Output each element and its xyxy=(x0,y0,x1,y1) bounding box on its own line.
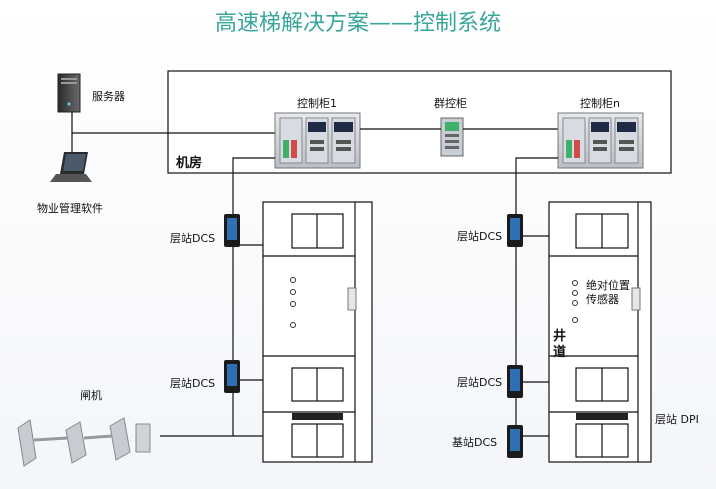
server-label: 服务器 xyxy=(92,90,125,103)
landing-dpi-label: 层站 DPI xyxy=(655,412,699,426)
control-cabinet-icon xyxy=(274,112,361,169)
sensor-label-line1: 绝对位置 xyxy=(586,278,630,292)
right-shaft xyxy=(548,201,652,463)
landing-dcs-terminal-icon xyxy=(224,360,240,393)
landing-dcs-terminal-icon xyxy=(507,214,523,247)
turnstile-gate-icon xyxy=(17,417,151,467)
landing-dcs-terminal-icon xyxy=(224,214,240,247)
landing-dcs-terminal-icon xyxy=(507,365,523,398)
shaft-label-line1: 井 xyxy=(553,328,566,344)
cabinet-n-label: 控制柜n xyxy=(580,96,620,110)
software-label: 物业管理软件 xyxy=(37,201,103,215)
cabinet-1-label: 控制柜1 xyxy=(297,96,337,110)
landing-dcs-label-left-top: 层站DCS xyxy=(170,231,215,245)
laptop-icon xyxy=(50,152,92,182)
server-icon xyxy=(57,73,81,113)
left-shaft xyxy=(262,201,373,463)
group-control-label: 群控柜 xyxy=(434,96,467,110)
group-control-cabinet-icon xyxy=(440,117,464,157)
base-dcs-label: 基站DCS xyxy=(452,435,497,449)
landing-dcs-label-right-bottom: 层站DCS xyxy=(457,375,502,389)
landing-dcs-label-left-bottom: 层站DCS xyxy=(170,376,215,390)
shaft-label-line2: 道 xyxy=(553,344,566,360)
control-cabinet-icon xyxy=(557,112,644,169)
landing-dcs-label-right-top: 层站DCS xyxy=(457,229,502,243)
gate-label: 闸机 xyxy=(80,388,102,402)
machine-room-label: 机房 xyxy=(176,155,202,171)
landing-dcs-terminal-icon xyxy=(507,425,523,458)
page-title: 高速梯解决方案——控制系统 xyxy=(215,11,501,36)
sensor-label-line2: 传感器 xyxy=(586,293,619,306)
